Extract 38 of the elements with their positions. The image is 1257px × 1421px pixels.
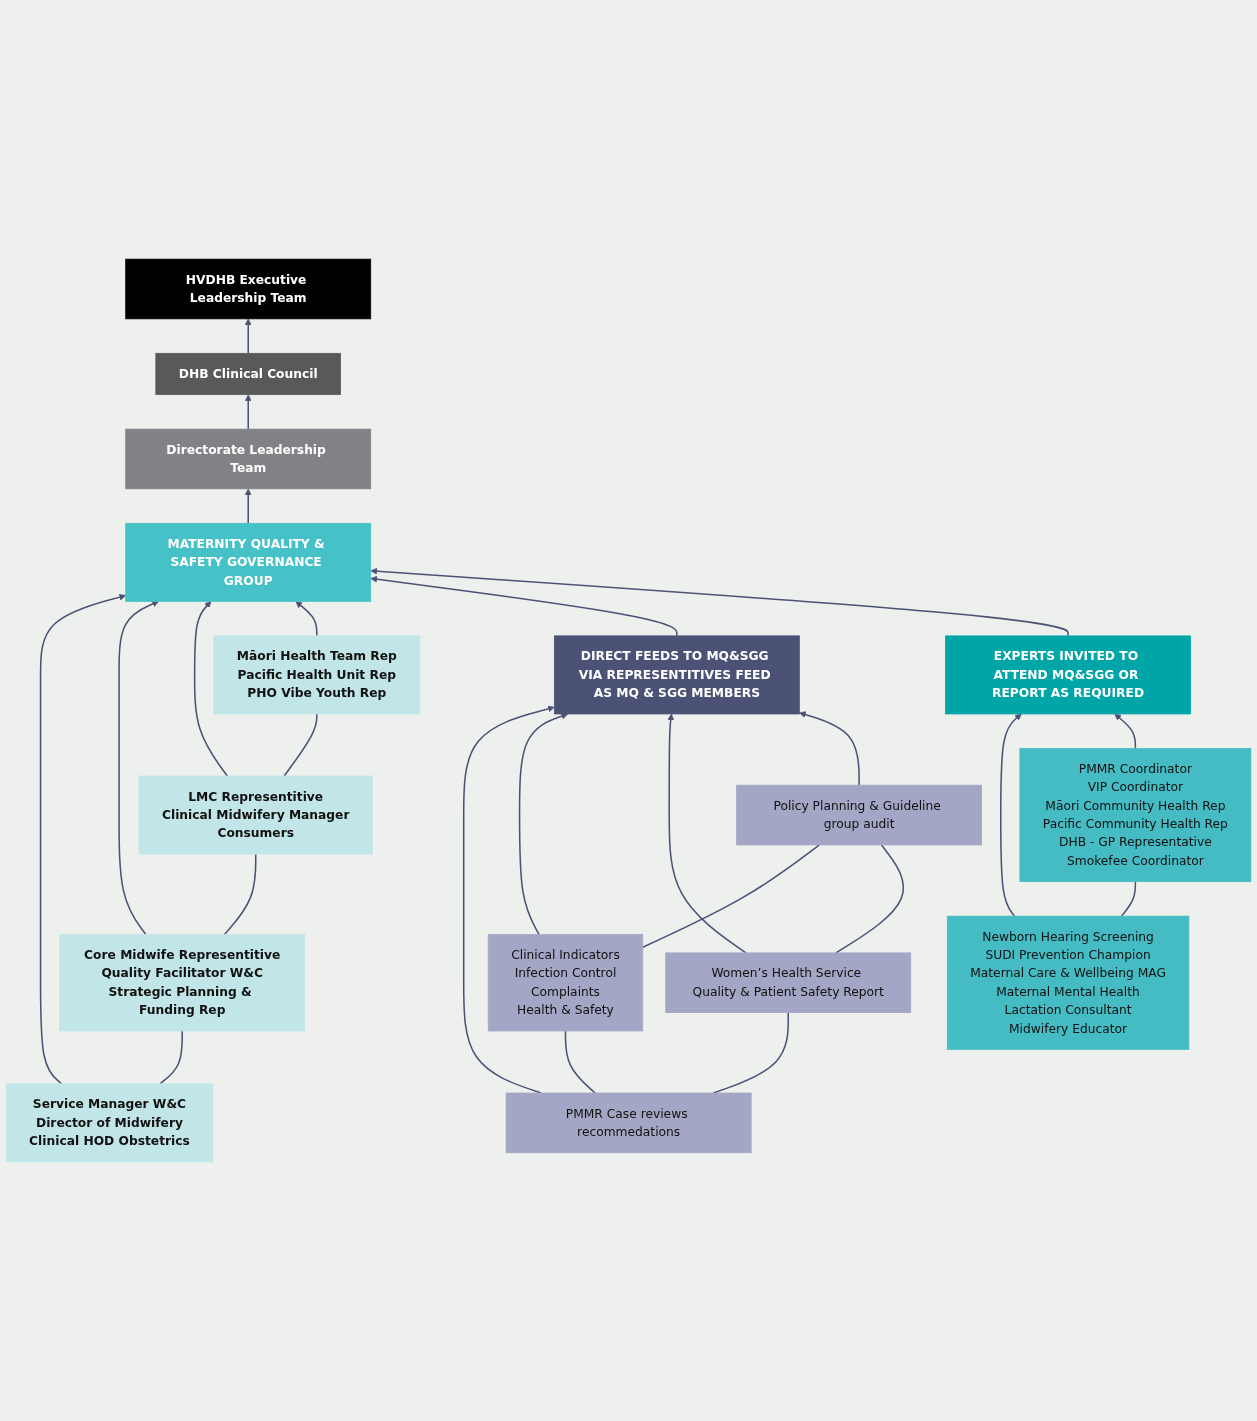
node-box: DIRECT FEEDS TO MQ&SGG VIA REPRESENTITIVES FEED AS MQ & SGG MEMBERS	[553, 635, 800, 715]
arrow	[667, 713, 747, 954]
connector	[159, 1030, 183, 1085]
node-box: Policy Planning & Guideline group audit	[736, 784, 982, 846]
arrow	[370, 567, 1069, 637]
node-box: Service Manager W&C Director of Midwifery Clinical HOD Obstetrics	[5, 1083, 214, 1163]
arrow	[193, 601, 229, 777]
connector	[835, 844, 905, 954]
node-box: EXPERTS INVITED TO ATTEND MQ&SGG OR REPORT AS REQUIRED	[945, 635, 1191, 715]
node-box: Clinical Indicators Infection Control Complaints Health & Safety	[487, 934, 644, 1032]
node-box: Newborn Hearing Screening SUDI Prevention Champion Maternal Care & Wellbeing MAG Maternal Mental Health Lactation Consultant Midwifery Educator	[946, 915, 1190, 1050]
node-box: PMMR Case reviews recommedations	[505, 1092, 752, 1154]
connector	[283, 713, 318, 777]
arrow	[462, 705, 555, 1094]
node-box: HVDHB Executive Leadership Team	[125, 258, 372, 320]
arrow	[295, 601, 318, 637]
connector	[642, 844, 821, 948]
arrow	[244, 488, 252, 525]
node-box: MATERNITY QUALITY & SAFETY GOVERNANCE GROUP	[125, 522, 372, 602]
connector	[223, 853, 257, 936]
node-box: PMMR Coordinator VIP Coordinator Māori Community Health Rep Pacific Community Health Rep DHB - GP Representative Smokefee Coordinator	[1019, 748, 1252, 883]
arrow	[518, 712, 568, 936]
node-box: Core Midwife Representitive Quality Facilitator W&C Strategic Planning & Funding Rep	[59, 934, 306, 1032]
arrow	[370, 575, 678, 637]
connector	[1120, 880, 1137, 917]
arrow	[244, 318, 252, 355]
node-box: LMC Representitive Clinical Midwifery Manager Consumers	[138, 775, 373, 855]
arrow	[999, 713, 1022, 917]
node-box: DHB Clinical Council	[155, 352, 341, 395]
node-box: Women’s Health Service Quality & Patient Safety Report	[665, 952, 912, 1013]
connector	[564, 1030, 596, 1094]
node-box: Māori Health Team Rep Pacific Health Unit Rep PHO Vibe Youth Rep	[213, 635, 421, 715]
arrow	[799, 711, 860, 786]
arrow	[1114, 713, 1137, 750]
arrow	[244, 394, 252, 430]
node-box: Directorate Leadership Team	[125, 428, 372, 490]
arrow	[118, 600, 159, 936]
arrow	[39, 593, 126, 1085]
